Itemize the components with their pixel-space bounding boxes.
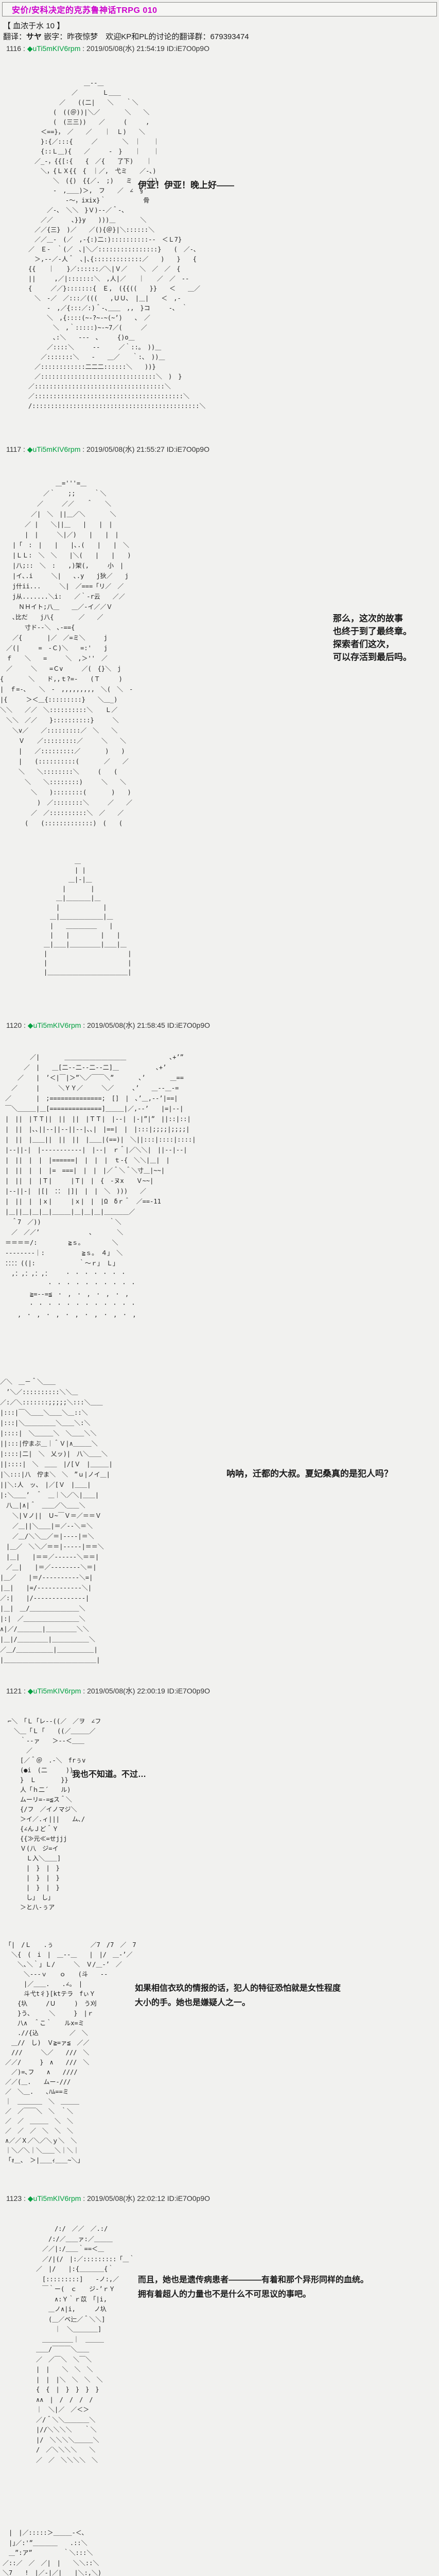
post-number[interactable]: 1120	[6, 1021, 22, 1029]
dialog-line: 如果相信衣玖的情报的话，犯人的特征恐怕就是女性程度	[135, 1984, 341, 1993]
ascii-art-girl-scene: ／＼ ＿－＾＼＿＿ ’＼／::::::::::＼＼＿ ／:／＼:::::::;;…	[0, 1378, 113, 1664]
dialog-text: 而且，她也是遗传病患者————有着和那个异形同样的血统。 拥有着超人的力量也不是…	[138, 2273, 368, 2302]
separator: :	[81, 1687, 87, 1695]
ascii-art-small-creature: ⌐＼ 「Ｌ「レ--((／ ／ヲ ∠フ ＼＿「Ｌ「 ((／＿＿＿／ ｀--ァ ＞-…	[8, 1718, 101, 1911]
post-number[interactable]: 1116	[6, 44, 22, 53]
dialog-line: 而且，她也是遗传病患者————有着和那个异形同样的血统。	[138, 2276, 369, 2284]
thread-title: 安价/安科决定的克苏鲁神话TRPG 010	[12, 6, 157, 15]
post-header-1121: 1121 : ◆uTi5mKIV6rpm : 2019/05/08(水) 22:…	[6, 1686, 210, 1696]
post-meta: 2019/05/08(水) 22:02:12 ID:iE7O0p9O	[87, 2194, 210, 2202]
dialog-line: 那么，这次的故事	[333, 614, 403, 623]
ascii-art-ziggurat: ＿ | | ＿|-|＿ | | ＿|＿＿＿＿|＿ | | ＿|＿＿＿＿＿＿＿|＿…	[44, 857, 132, 976]
post-number[interactable]: 1123	[6, 2194, 22, 2202]
separator: :	[21, 44, 27, 53]
separator: :	[22, 1021, 28, 1029]
ascii-art-mansion: ／| ＿＿＿＿＿＿＿＿＿＿ ､+’” ／ | ＿[二--二--二--二]＿ ､+…	[5, 1054, 196, 1318]
post-meta: 2019/05/08(水) 21:55:27 ID:iE7O0p9O	[86, 445, 209, 453]
dialog-text: 伊亚！伊亚！晚上好——	[138, 180, 234, 190]
thread-subtitle: 【 血浓于水 10 】	[3, 22, 65, 30]
separator: :	[80, 44, 87, 53]
post-meta: 2019/05/08(水) 22:00:19 ID:iE7O0p9O	[87, 1687, 210, 1695]
poster-name[interactable]: ◆uTi5mKIV6rpm	[27, 44, 81, 53]
dialog-line: 拥有着超人的力量也不是什么不可思议的事吧。	[138, 2290, 311, 2299]
dialog-line: 可以存活到最后吗。	[333, 652, 412, 662]
dialog-line: 也终于到了最终章。	[333, 626, 412, 636]
dialog-text: 呐呐，迁都的大叔。夏妃桑真的是犯人吗？	[226, 1469, 393, 1479]
separator: :	[81, 1021, 87, 1029]
thread-title-bar: 安价/安科决定的克苏鲁神话TRPG 010	[2, 2, 437, 16]
post-header-1116: 1116 : ◆uTi5mKIV6rpm : 2019/05/08(水) 21:…	[6, 43, 209, 54]
post-header-1123: 1123 : ◆uTi5mKIV6rpm : 2019/05/08(水) 22:…	[6, 2193, 210, 2204]
post-header-1120: 1120 : ◆uTi5mKIV6rpm : 2019/05/08(水) 21:…	[6, 1020, 210, 1030]
poster-name[interactable]: ◆uTi5mKIV6rpm	[27, 1687, 81, 1695]
credits-translator: サヤ	[26, 32, 42, 41]
separator: :	[21, 445, 27, 453]
credits-line: 翻译：サヤ 嵌字：昨夜惊梦 欢迎KP和PL的讨论的翻译群：679393474	[3, 31, 249, 42]
post-number[interactable]: 1117	[6, 445, 22, 453]
ascii-art-antlered-man: 「| /Ｌ .ぅ ／7 /7 ／ 7 ＼{ ( i | ＿--＿ | |/ ＿-…	[5, 1941, 136, 2164]
dialog-line: 探索者们这次，	[333, 639, 394, 649]
ascii-art-keeper-figure: ＿='''=＿ ／｀ ;; ｀＼ ／ ／／ ＾ ＼ ／| ＼ ||＿／＼ ＼ ／…	[0, 480, 133, 827]
separator: :	[22, 2194, 28, 2202]
credits-rest: 嵌字：昨夜惊梦 欢迎KP和PL的讨论的翻译群：679393474	[42, 32, 249, 41]
separator: :	[81, 2194, 87, 2202]
post-meta: 2019/05/08(水) 21:54:19 ID:iE7O0p9O	[86, 44, 209, 53]
dialog-text: 那么，这次的故事 也终于到了最终章。 探索者们这次， 可以存活到最后吗。	[333, 612, 412, 664]
ascii-art-nightgaunt: ＿--＿ ／ Ｌ＿＿ ／ ((二| ＼ ｀＼ ( ((＠))|＼／ ＼ ＼ ( …	[28, 79, 206, 410]
dialog-text: 我也不知道。不过…	[72, 1770, 147, 1779]
dialog-text: 如果相信衣玖的情报的话，犯人的特征恐怕就是女性程度 大小的手。她也是嫌疑人之一。	[135, 1981, 341, 2010]
post-meta: 2019/05/08(水) 21:58:45 ID:iE7O0p9O	[87, 1021, 210, 1029]
dialog-line: 大小的手。她也是嫌疑人之一。	[135, 1998, 251, 2007]
post-header-1117: 1117 : ◆uTi5mKIV6rpm : 2019/05/08(水) 21:…	[6, 444, 209, 454]
credits-label: 翻译：	[3, 32, 27, 41]
ascii-art-longhair-girl: | |／:::::＞＿＿＿-＜､ |｣／:'”＿＿＿＿ .::＼ ＿”:ア” ｀…	[3, 2529, 102, 2576]
ascii-art-robed-figure: /:/ ／／ ／.:/ /:/／＿＿ァ:／＿＿＿ ／／|:/＿＿｀==＜＿ ／/…	[36, 2225, 135, 2464]
post-number[interactable]: 1121	[6, 1687, 22, 1695]
poster-name[interactable]: ◆uTi5mKIV6rpm	[27, 1021, 81, 1029]
separator: :	[80, 445, 87, 453]
separator: :	[22, 1687, 28, 1695]
poster-name[interactable]: ◆uTi5mKIV6rpm	[27, 445, 81, 453]
poster-name[interactable]: ◆uTi5mKIV6rpm	[27, 2194, 81, 2202]
